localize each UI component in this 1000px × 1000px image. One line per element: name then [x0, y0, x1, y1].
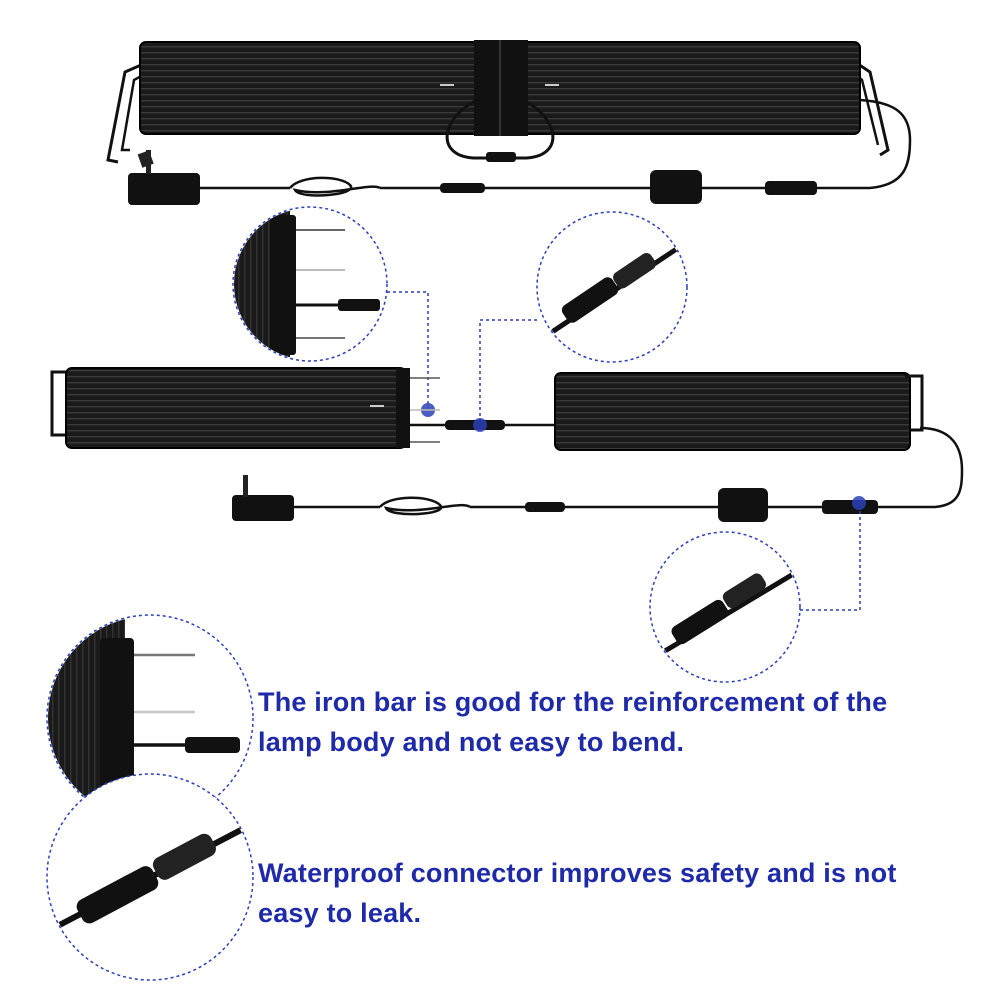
waterproof-connector-icon	[822, 500, 878, 514]
callout-dot	[852, 496, 866, 510]
led-lamp-icon	[65, 367, 407, 449]
detail-circle-connector-top	[479, 211, 688, 420]
connector-caption: Waterproof connector improves safety and…	[258, 858, 897, 928]
top-lamp-assembly	[106, 40, 912, 205]
inline-switch-icon	[718, 488, 768, 522]
iron-bar-caption: The iron bar is good for the reinforceme…	[258, 687, 888, 757]
detail-circle-connector-large	[46, 773, 254, 981]
iron-bracket-icon	[854, 60, 890, 157]
inline-switch-icon	[650, 170, 702, 204]
led-lamp-icon	[554, 372, 911, 451]
power-adapter-icon	[232, 495, 294, 521]
iron-bracket-icon	[50, 370, 72, 437]
waterproof-connector-icon	[561, 277, 619, 323]
waterproof-connector-icon	[671, 599, 729, 645]
iron-bracket-icon	[905, 374, 924, 432]
led-lamp-icon	[139, 41, 486, 135]
power-adapter-icon	[128, 173, 200, 205]
waterproof-connector-icon	[76, 866, 159, 924]
iron-bracket-icon	[106, 60, 149, 164]
detail-circle-connector-bottom	[649, 510, 861, 683]
led-lamp-icon	[519, 41, 861, 135]
middle-lamp-assembly	[50, 367, 964, 522]
callout-dot	[473, 418, 487, 432]
waterproof-connector-icon	[765, 181, 817, 195]
